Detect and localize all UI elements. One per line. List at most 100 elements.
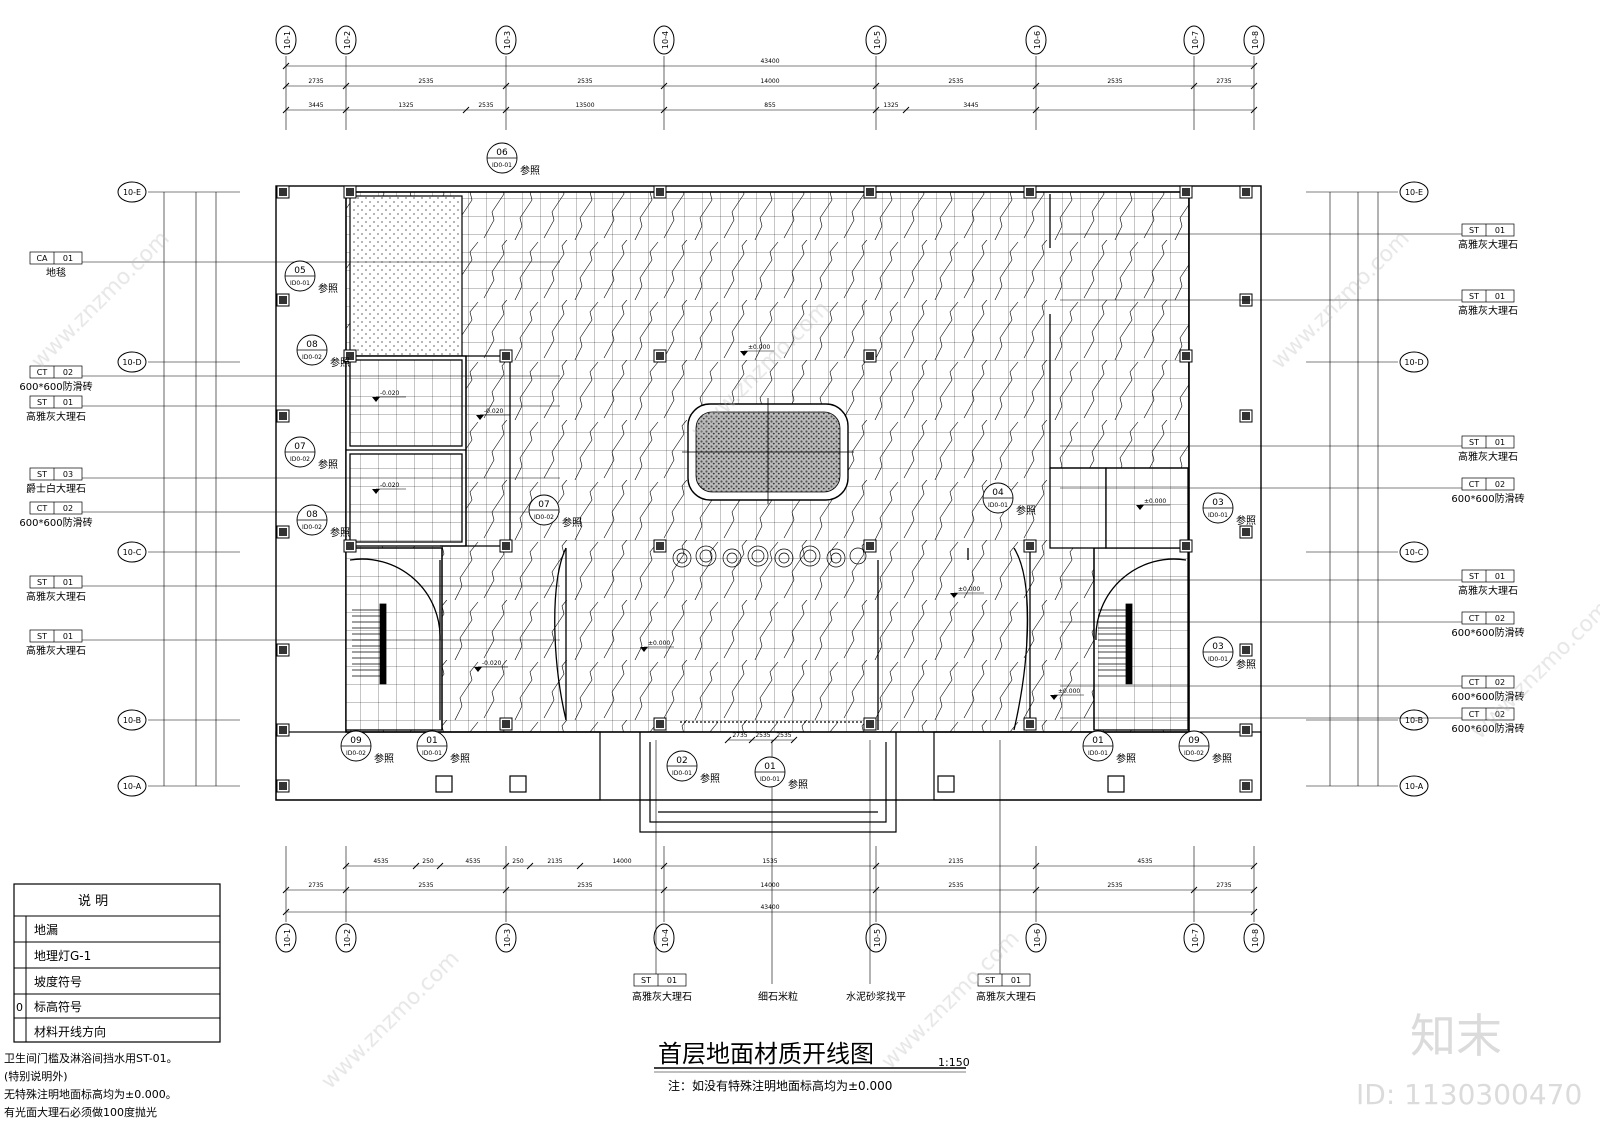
material-number: 01 xyxy=(63,254,73,263)
detail-word: 参照 xyxy=(330,526,350,539)
level-triangle xyxy=(640,647,648,652)
dimension-tick xyxy=(1032,82,1040,90)
column-core xyxy=(1242,528,1250,536)
dimension-text: 2535 xyxy=(1107,78,1122,85)
detail-word: 参照 xyxy=(318,282,338,295)
material-number: 01 xyxy=(63,578,73,587)
level-triangle xyxy=(476,415,484,420)
detail-word: 参照 xyxy=(450,752,470,765)
grid-bubble xyxy=(275,923,297,953)
level-mark: ±0.000 xyxy=(640,640,674,652)
level-mark: -0.020 xyxy=(372,482,406,494)
dimension-tick xyxy=(502,82,510,90)
material-code-box xyxy=(29,467,83,481)
grid-label: 10-5 xyxy=(873,31,882,49)
grid-bubble xyxy=(335,25,357,55)
grid-label: 10-2 xyxy=(343,31,352,49)
detail-number: 06 xyxy=(496,148,508,158)
dimension-tick xyxy=(282,908,290,916)
dimension-tick xyxy=(502,106,510,114)
column-core xyxy=(279,646,287,654)
material-code-box xyxy=(29,395,83,409)
dimension-tick xyxy=(660,862,668,870)
column-core xyxy=(279,726,287,734)
detail-references: 06ID0-01参照05ID0-01参照08ID0-02参照07ID0-02参照… xyxy=(284,142,1256,791)
dimension-text: 3445 xyxy=(308,102,323,109)
material-name: 爵士白大理石 xyxy=(26,482,86,495)
column-core xyxy=(1242,782,1250,790)
material-name: 高雅灰大理石 xyxy=(26,644,86,657)
dimension-text: 4535 xyxy=(465,858,480,865)
detail-sheet: ID0-01 xyxy=(1208,512,1228,519)
wall-lines xyxy=(345,194,1189,731)
dimension-text: 43400 xyxy=(760,58,779,65)
decor-circles xyxy=(672,545,867,568)
material-code-box xyxy=(1461,611,1515,625)
dimension-text: 2535 xyxy=(418,882,433,889)
material-number: 02 xyxy=(1495,480,1505,489)
level-triangle xyxy=(1136,505,1144,510)
material-name: 地毯 xyxy=(46,266,66,279)
grid-label: 10-A xyxy=(1405,782,1424,791)
detail-word: 参照 xyxy=(788,778,808,791)
grid-label: 10-D xyxy=(122,358,141,367)
material-name: 600*600防滑砖 xyxy=(1451,492,1524,505)
detail-number: 07 xyxy=(294,442,305,452)
material-name: 高雅灰大理石 xyxy=(1458,238,1518,251)
detail-word: 参照 xyxy=(562,516,582,529)
column-core xyxy=(1182,542,1190,550)
grid-label: 10-4 xyxy=(661,929,670,947)
material-code: ST xyxy=(1469,572,1479,581)
legend-item: 坡度符号 xyxy=(34,974,82,989)
column-core xyxy=(656,352,664,360)
column-core xyxy=(279,412,287,420)
carpet-area xyxy=(349,195,463,357)
grid-label: 10-7 xyxy=(1191,31,1200,49)
grid-label: 10-1 xyxy=(283,929,292,947)
level-mark: -0.020 xyxy=(476,408,510,420)
detail-sheet: ID0-01 xyxy=(492,162,512,169)
detail-sheet: ID0-01 xyxy=(988,502,1008,509)
detail-number: 09 xyxy=(1188,736,1200,746)
dimension-tick xyxy=(1250,62,1258,70)
detail-word: 参照 xyxy=(1212,752,1232,765)
material-code: CT xyxy=(1469,678,1480,687)
grid-bubble xyxy=(1025,25,1047,55)
material-number: 01 xyxy=(1495,226,1505,235)
grid-bubble xyxy=(1399,709,1429,731)
dimension-text: 2535 xyxy=(478,102,493,109)
dimension-tick xyxy=(790,736,798,744)
grid-bubble xyxy=(1243,923,1265,953)
dimension-text: 4535 xyxy=(373,858,388,865)
material-name: 600*600防滑砖 xyxy=(19,380,92,393)
legend-item: 地理灯G-1 xyxy=(34,949,91,963)
floor-slab xyxy=(275,185,1262,801)
material-name: 水泥砂浆找平 xyxy=(846,990,906,1003)
dimension-tick xyxy=(342,82,350,90)
drawing-title: 首层地面材质开线图 xyxy=(658,1040,874,1068)
material-code: ST xyxy=(1469,438,1479,447)
column-core xyxy=(279,188,287,196)
detail-number: 05 xyxy=(294,266,305,276)
detail-number: 07 xyxy=(538,500,549,510)
column-core xyxy=(1242,188,1250,196)
dimension-tick xyxy=(1032,862,1040,870)
dimension-tick xyxy=(1250,886,1258,894)
detail-number: 02 xyxy=(676,756,687,766)
material-number: 01 xyxy=(1011,976,1021,985)
grid-lines: 10-110-110-210-210-310-310-410-410-510-5… xyxy=(117,25,1429,953)
material-name: 600*600防滑砖 xyxy=(1451,690,1524,703)
dimension-tick xyxy=(1032,106,1040,114)
grid-bubble xyxy=(117,775,147,797)
grid-label: 10-2 xyxy=(343,929,352,947)
dimension-tick xyxy=(282,62,290,70)
material-number: 01 xyxy=(1495,572,1505,581)
column-core xyxy=(866,720,874,728)
